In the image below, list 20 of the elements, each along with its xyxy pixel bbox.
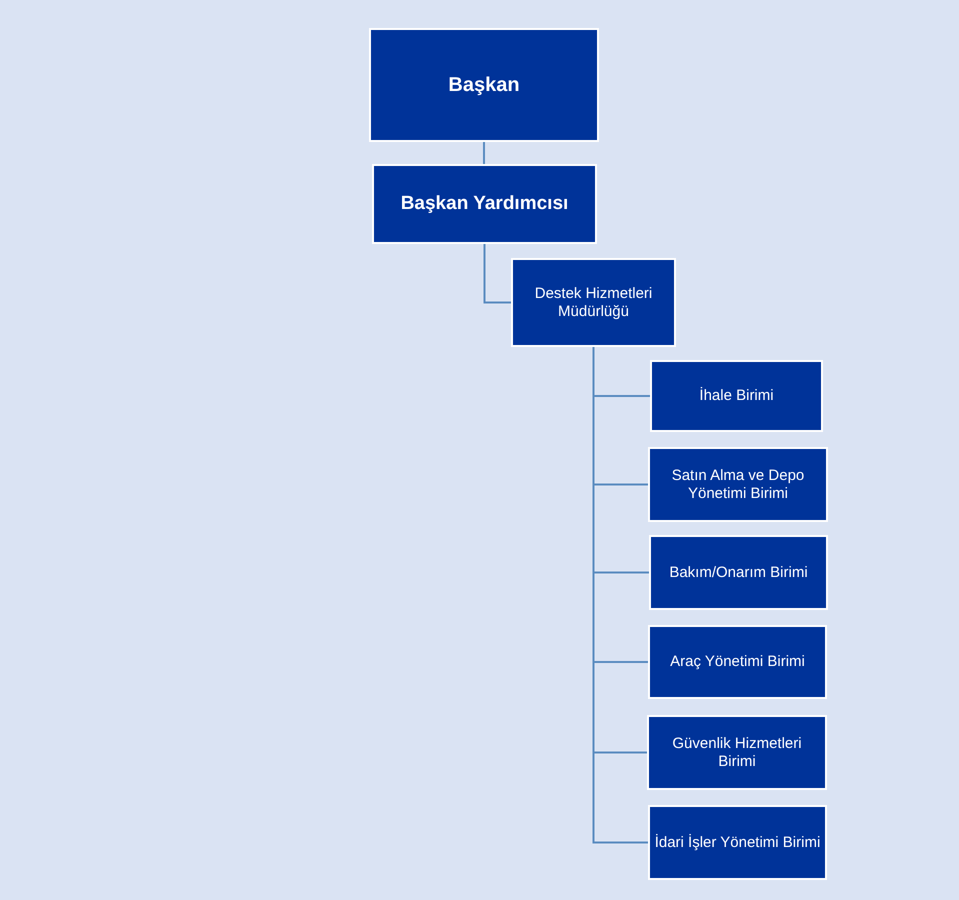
org-box [648,805,827,880]
org-box [369,28,599,142]
box-label: İdari İşler Yönetimi Birimi [654,834,820,852]
org-box [650,360,823,432]
box-label: Destek Hizmetleri Müdürlüğü [534,284,654,320]
org-box [648,625,827,699]
org-box [648,447,828,522]
connector-line [483,142,485,164]
org-box [647,715,827,790]
connector-line [484,244,511,304]
box-label: Başkan Yardımcısı [400,192,568,216]
org-box [511,258,676,347]
box-label: Satın Alma ve Depo Yönetimi Birimi [670,466,806,502]
box-label: Güvenlik Hizmetleri Birimi [671,734,803,770]
box-label: Bakım/Onarım Birimi [669,564,808,582]
org-box [372,164,597,244]
box-label: Başkan [448,73,520,97]
org-box [649,535,828,610]
box-label: İhale Birimi [699,387,774,405]
box-label: Araç Yönetimi Birimi [670,653,805,671]
